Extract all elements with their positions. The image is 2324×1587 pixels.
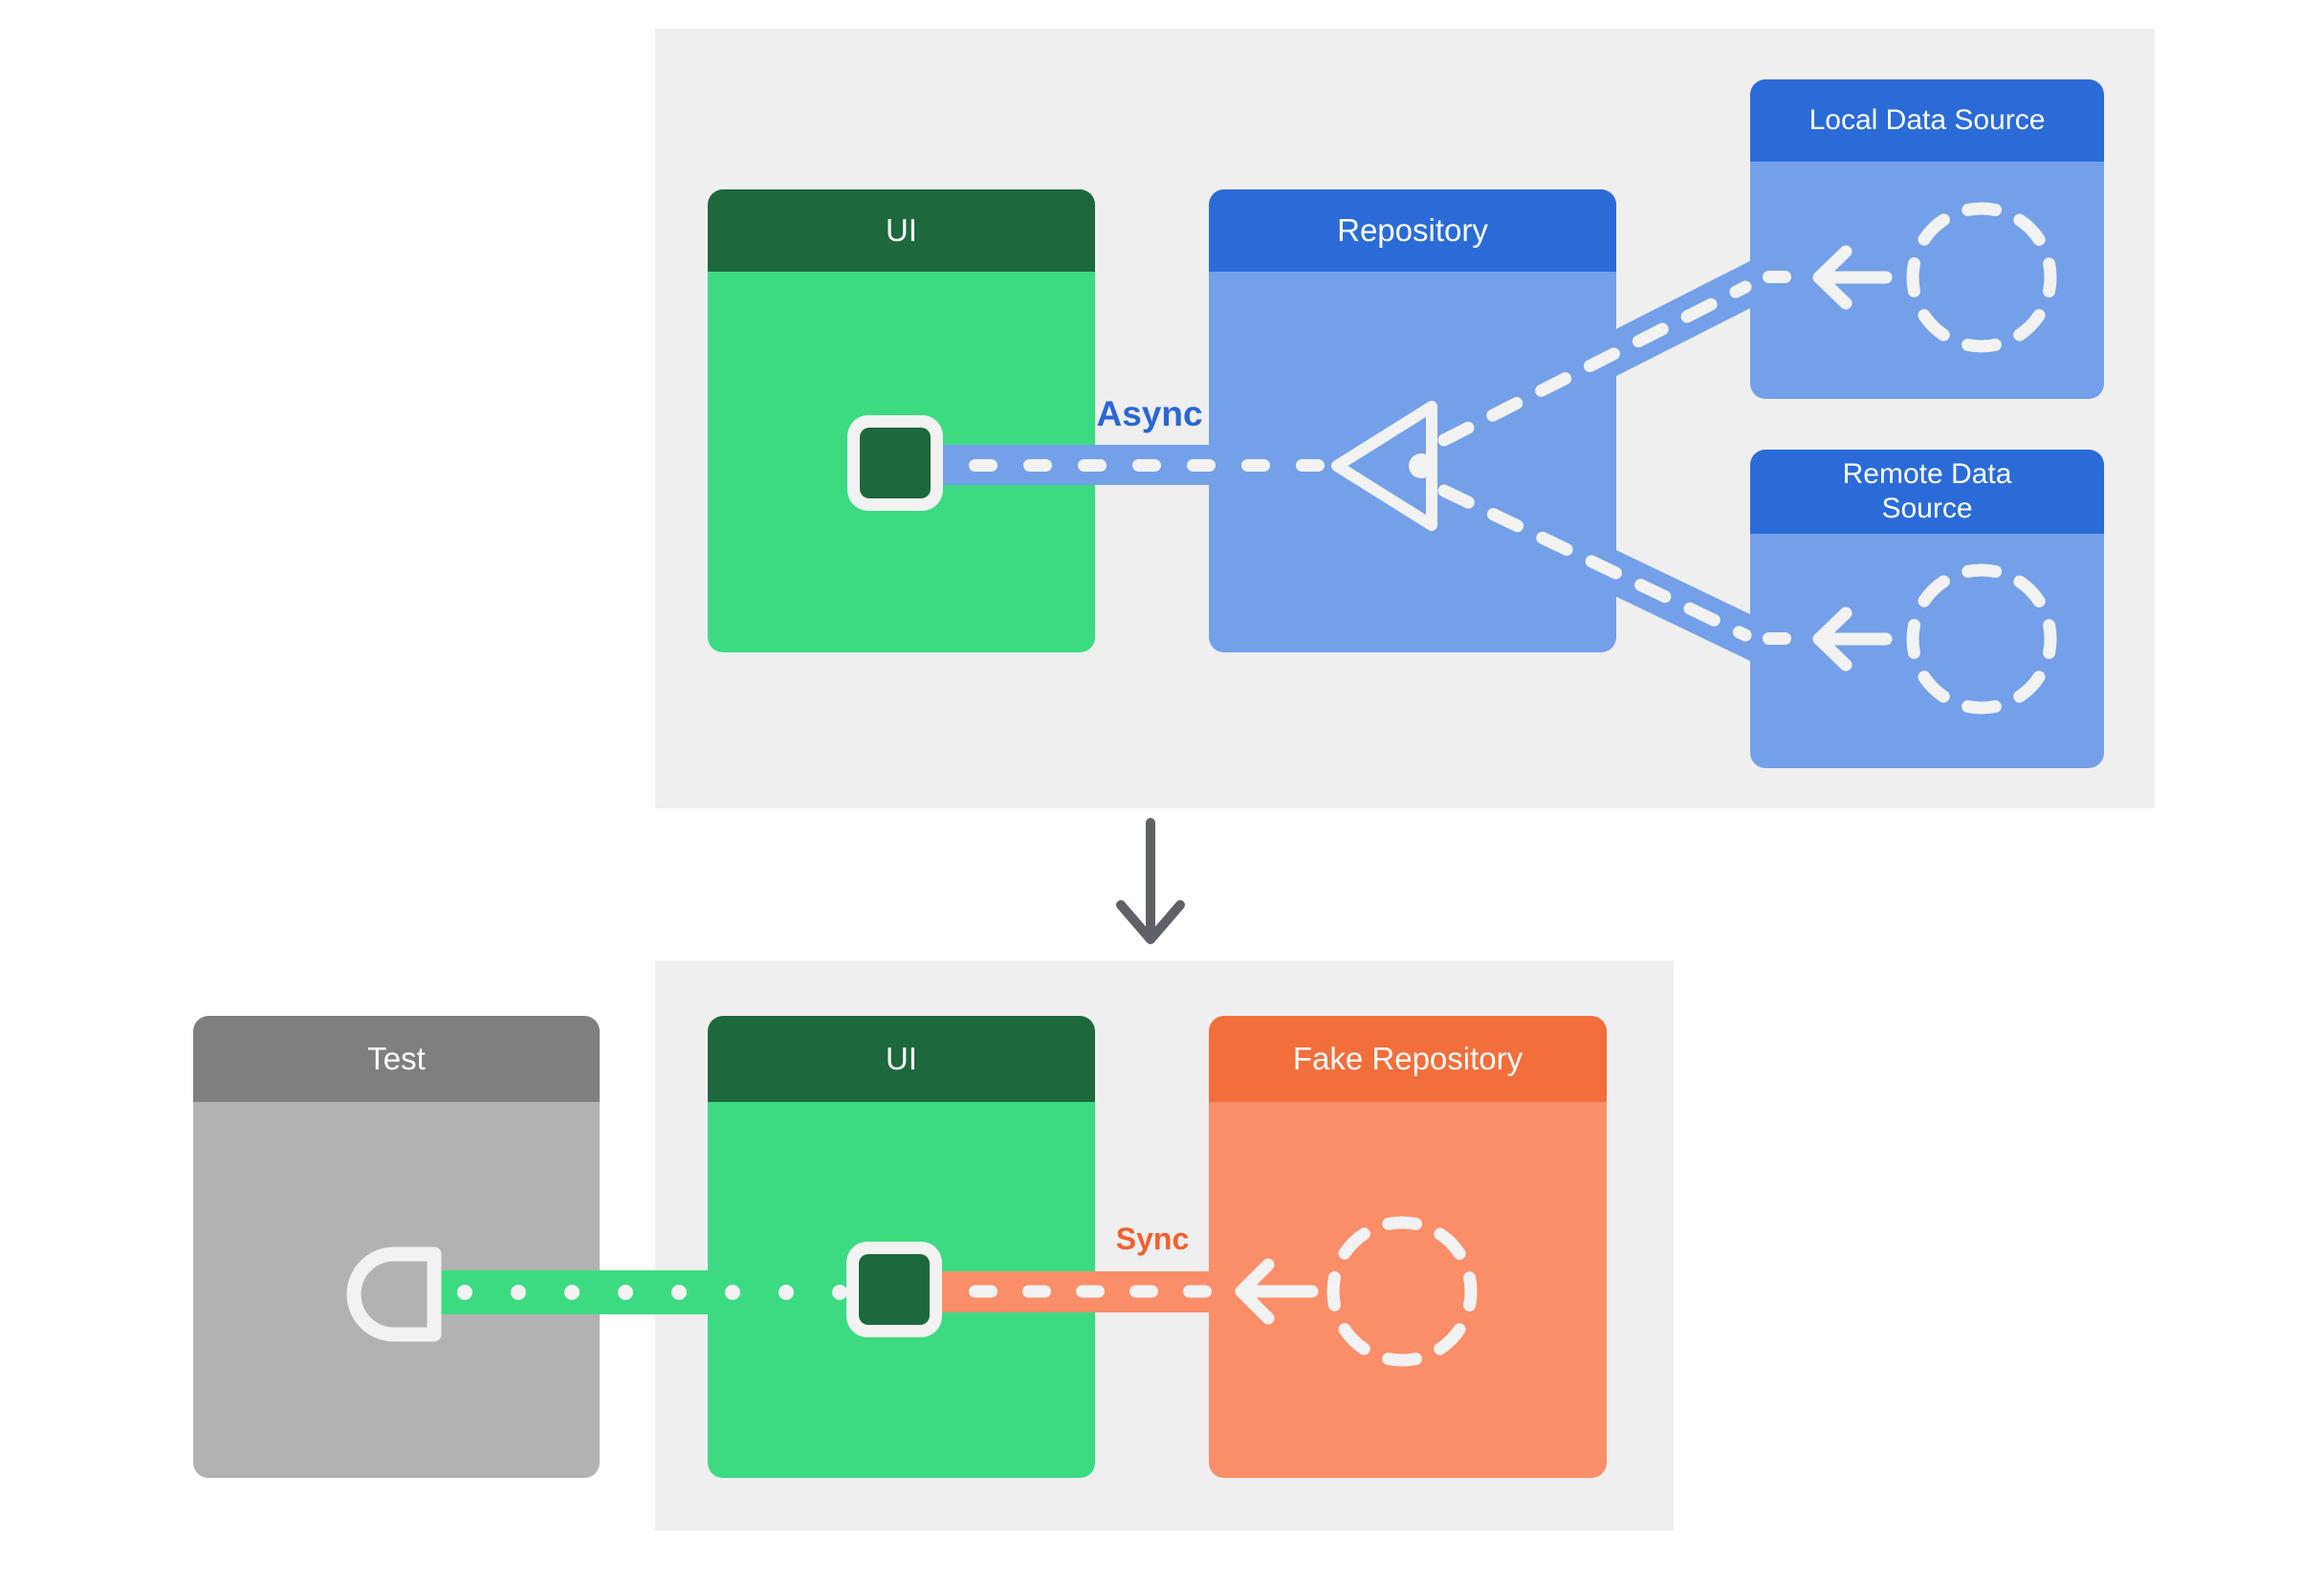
ui-box-header: UI xyxy=(708,189,1095,272)
test-box-header: Test xyxy=(193,1016,600,1102)
ui-box-test-header: UI xyxy=(708,1016,1095,1102)
dashed-circle-icon-remote xyxy=(1906,563,2057,715)
merge-triangle-icon xyxy=(1331,401,1437,531)
remote-source-dashed-line xyxy=(1437,484,1791,645)
phone-icon xyxy=(847,415,943,511)
left-arrow-icon xyxy=(1812,606,1893,672)
test-socket-icon xyxy=(346,1246,442,1342)
async-dashed-line xyxy=(969,453,1434,478)
left-arrow-icon xyxy=(1235,1258,1319,1325)
dashed-circle-icon-fake xyxy=(1326,1216,1478,1367)
sync-label: Sync xyxy=(1115,1222,1190,1256)
sync-dashed-line xyxy=(969,1285,1212,1298)
phone-icon xyxy=(846,1242,942,1337)
local-data-source-header: Local Data Source xyxy=(1750,79,2104,162)
fake-repository-header: Fake Repository xyxy=(1209,1016,1607,1102)
fake-repository-box: Fake Repository xyxy=(1209,1016,1607,1478)
remote-data-source-header: Remote Data Source xyxy=(1750,450,2104,534)
repository-box-header: Repository xyxy=(1209,189,1616,272)
remote-data-source-title: Remote Data Source xyxy=(1842,458,2012,524)
down-arrow-icon xyxy=(1116,818,1185,944)
dashed-circle-icon-local xyxy=(1906,202,2057,353)
local-source-dashed-line xyxy=(1437,271,1791,447)
async-label: Async xyxy=(1096,394,1203,433)
left-arrow-icon xyxy=(1812,245,1893,310)
test-dotted-line xyxy=(457,1285,847,1300)
